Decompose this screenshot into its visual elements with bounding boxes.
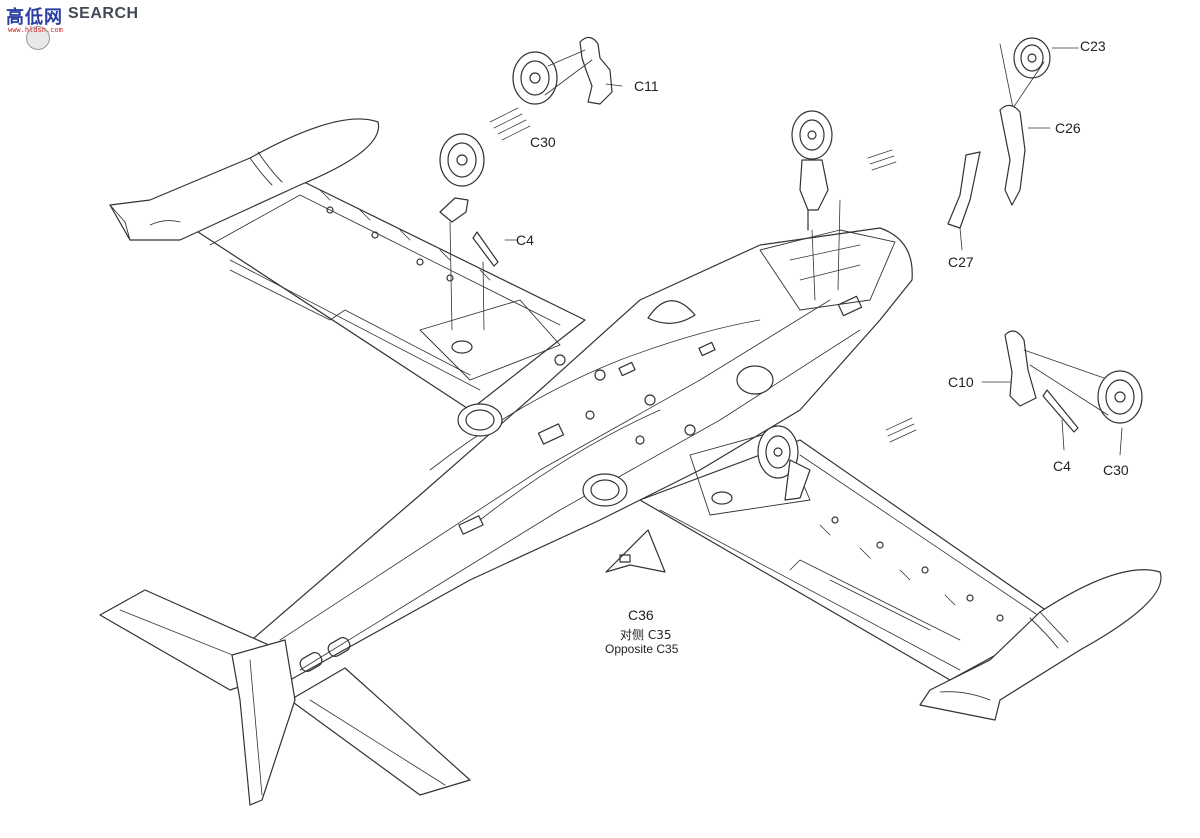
logo-badge-icon — [26, 26, 50, 50]
fuselage — [239, 227, 913, 681]
label-c27: C27 — [948, 254, 974, 270]
label-c10: C10 — [948, 374, 974, 390]
logo-chinese-text: 高低网 — [6, 7, 63, 28]
gear-left — [439, 133, 519, 331]
direction-arrows — [489, 107, 917, 443]
gear-right — [981, 330, 1143, 456]
label-c30-top: C30 — [530, 134, 556, 150]
arrow-top-left — [489, 107, 531, 141]
label-c4-right: C4 — [1053, 458, 1071, 474]
label-c23: C23 — [1080, 38, 1106, 54]
left-wing — [194, 179, 586, 411]
site-logo: 高低网 SEARCH www.hldsn.com — [0, 0, 160, 50]
gear-top-right — [947, 37, 1079, 251]
gear-nose — [791, 110, 841, 301]
right-tip-tank — [919, 569, 1162, 721]
logo-url-text: www.hldsn.com — [8, 26, 63, 34]
label-c30-right: C30 — [1103, 462, 1129, 478]
label-c4-top: C4 — [516, 232, 534, 248]
tail-section — [99, 589, 471, 806]
part-c36 — [605, 529, 666, 573]
gear-main-installed — [757, 425, 811, 501]
logo-english-text: SEARCH — [68, 5, 139, 22]
label-c11: C11 — [634, 78, 659, 94]
right-wing — [639, 439, 1061, 681]
gear-top-center — [512, 36, 623, 105]
arrow-top-right — [867, 149, 897, 171]
label-opposite-cn: 对侧 C35 — [620, 628, 672, 642]
label-c26: C26 — [1055, 120, 1081, 136]
left-tip-tank — [109, 118, 380, 241]
label-opposite-en: Opposite C35 — [605, 642, 679, 656]
arrow-right — [885, 417, 917, 443]
label-c36: C36 — [628, 607, 654, 623]
